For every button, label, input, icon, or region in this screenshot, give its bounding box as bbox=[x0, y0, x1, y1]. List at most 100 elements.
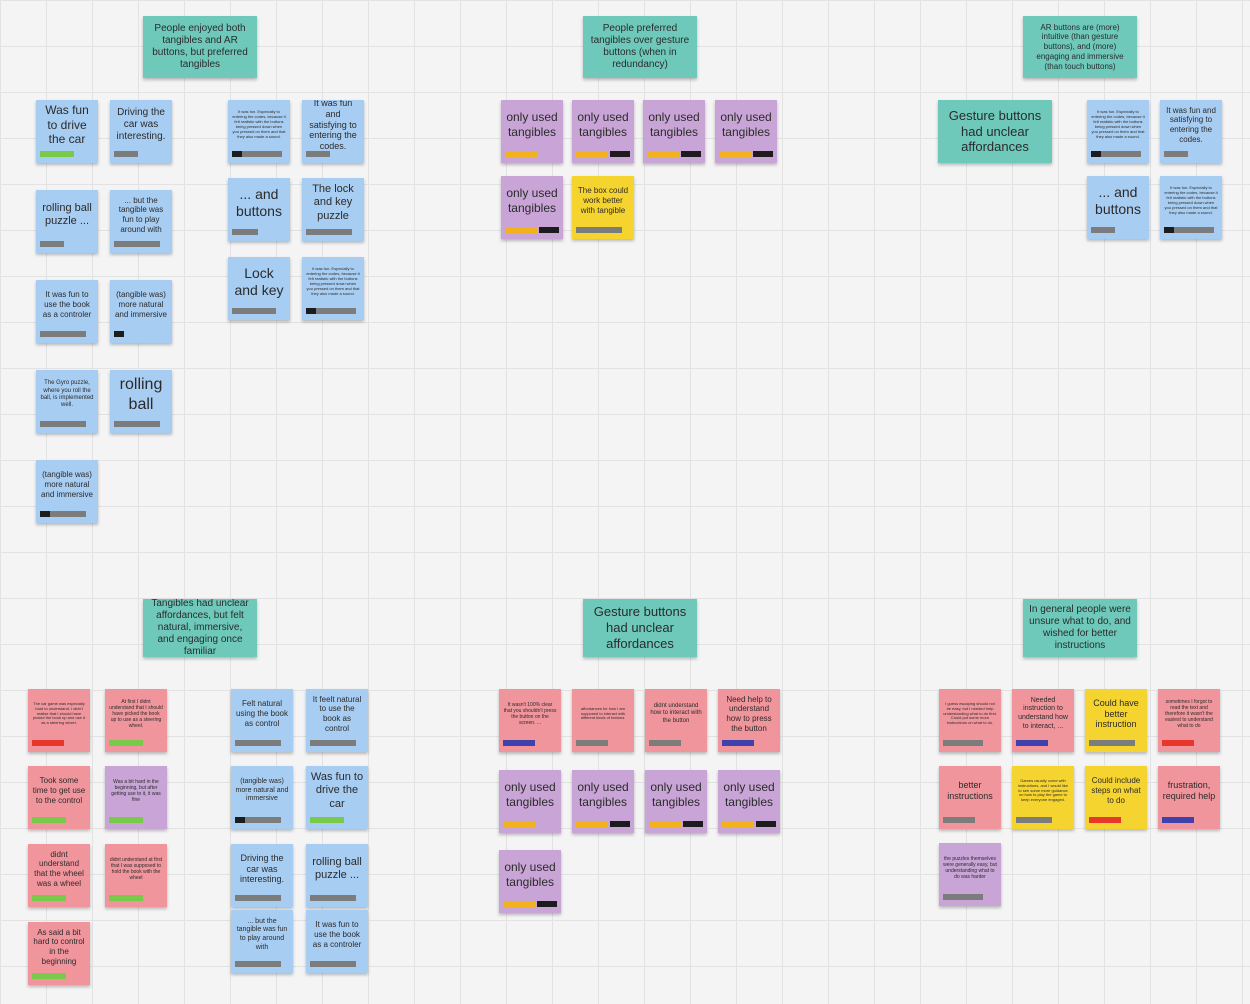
color-tag-bar bbox=[649, 821, 681, 827]
sticky-note[interactable]: ... but the tangible was fun to play aro… bbox=[110, 190, 172, 253]
cluster-header-note[interactable]: Gesture buttons had unclear affordances bbox=[583, 599, 697, 657]
sticky-note-text: It wasn't 100% clear that you shouldn't … bbox=[503, 701, 557, 727]
sticky-note[interactable]: better instructions bbox=[939, 766, 1001, 829]
sticky-note-text: The car game was especially hard to unde… bbox=[32, 700, 86, 726]
sticky-note[interactable]: sometimes I forgot to read the text and … bbox=[1158, 689, 1220, 752]
color-tag-bar bbox=[576, 821, 608, 827]
sticky-note[interactable]: rolling ball puzzle ... bbox=[306, 844, 368, 907]
sticky-note[interactable]: Gesture buttons had unclear affordances bbox=[938, 100, 1052, 163]
sticky-note[interactable]: only used tangibles bbox=[572, 100, 634, 163]
author-tag-bar bbox=[316, 308, 356, 314]
sticky-note[interactable]: Was fun to drive the car bbox=[306, 766, 368, 829]
sticky-note[interactable]: frustration, required help bbox=[1158, 766, 1220, 829]
sticky-note-text: Felt natural using the book as control bbox=[235, 699, 289, 728]
sticky-note[interactable]: As said a bit hard to control in the beg… bbox=[28, 922, 90, 985]
color-tag-bar bbox=[683, 821, 703, 827]
sticky-note[interactable]: It was fun to use the book as a controle… bbox=[36, 280, 98, 343]
sticky-note-text: rolling ball bbox=[119, 376, 163, 413]
sticky-note[interactable]: rolling ball bbox=[110, 370, 172, 433]
sticky-note[interactable]: Could include steps on what to do bbox=[1085, 766, 1147, 829]
sticky-note[interactable]: Lock and key bbox=[228, 257, 290, 320]
sticky-note[interactable]: ... and buttons bbox=[228, 178, 290, 241]
sticky-note[interactable]: Took some time to get use to the control bbox=[28, 766, 90, 829]
sticky-note[interactable]: only used tangibles bbox=[718, 770, 780, 833]
sticky-note[interactable]: It was fun to use the book as a controle… bbox=[306, 910, 368, 973]
sticky-note-text: ... and buttons bbox=[236, 185, 282, 219]
sticky-note[interactable]: ... but the tangible was fun to play aro… bbox=[231, 910, 293, 973]
sticky-note[interactable]: It was fun. Especially to entering the c… bbox=[1160, 176, 1222, 239]
sticky-note-text: only used tangibles bbox=[506, 186, 558, 215]
sticky-note[interactable]: I guess escaping should not be easy, but… bbox=[939, 689, 1001, 752]
author-tag-bar bbox=[114, 151, 138, 157]
sticky-note[interactable]: (tangible was) more natural and immersiv… bbox=[231, 766, 293, 829]
color-tag-bar bbox=[1089, 817, 1121, 823]
sticky-note[interactable]: Need help to understand how to press the… bbox=[718, 689, 780, 752]
sticky-note[interactable]: didnt understand how to interact with th… bbox=[645, 689, 707, 752]
color-tag-bar bbox=[756, 821, 776, 827]
color-tag-bar bbox=[32, 740, 64, 746]
sticky-note[interactable]: (tangible was) more natural and immersiv… bbox=[36, 460, 98, 523]
sticky-note[interactable]: rolling ball puzzle ... bbox=[36, 190, 98, 253]
sticky-note[interactable]: ... and buttons bbox=[1087, 176, 1149, 239]
sticky-note[interactable]: only used tangibles bbox=[501, 176, 563, 239]
sticky-note[interactable]: (tangible was) more natural and immersiv… bbox=[110, 280, 172, 343]
sticky-note[interactable]: It was fun. Especially to entering the c… bbox=[1087, 100, 1149, 163]
sticky-note[interactable]: The box could work better with tangible bbox=[572, 176, 634, 239]
sticky-note-text: ... but the tangible was fun to play aro… bbox=[118, 195, 164, 234]
sticky-note-text: Was fun to drive the car bbox=[45, 103, 89, 147]
author-tag-bar bbox=[943, 817, 975, 823]
sticky-note[interactable]: didnt understand at first that I was sup… bbox=[105, 844, 167, 907]
sticky-note[interactable]: only used tangibles bbox=[501, 100, 563, 163]
cluster-header-note[interactable]: In general people were unsure what to do… bbox=[1023, 599, 1137, 657]
sticky-note-text: better instructions bbox=[947, 780, 993, 801]
sticky-note[interactable]: Was a bit hard in the beginning, but aft… bbox=[105, 766, 167, 829]
sticky-note[interactable]: only used tangibles bbox=[499, 850, 561, 913]
color-tag-bar bbox=[109, 895, 143, 901]
cluster-header-text: AR buttons are (more) intuitive (than ge… bbox=[1036, 22, 1124, 71]
cluster-header-note[interactable]: AR buttons are (more) intuitive (than ge… bbox=[1023, 16, 1137, 78]
color-tag-bar bbox=[539, 227, 559, 233]
color-tag-bar bbox=[1164, 227, 1174, 233]
sticky-note[interactable]: The car game was especially hard to unde… bbox=[28, 689, 90, 752]
author-tag-bar bbox=[40, 421, 86, 427]
sticky-note[interactable]: affordances for how I am supposed to int… bbox=[572, 689, 634, 752]
sticky-note[interactable]: Games usually come with instructions, an… bbox=[1012, 766, 1074, 829]
sticky-note[interactable]: It was fun. Especially to entering the c… bbox=[302, 257, 364, 320]
sticky-note-text: It was fun and satisfying to entering th… bbox=[1166, 105, 1216, 144]
sticky-note[interactable]: only used tangibles bbox=[715, 100, 777, 163]
sticky-note[interactable]: Felt natural using the book as control bbox=[231, 689, 293, 752]
sticky-note[interactable]: didnt understand that the wheel was a wh… bbox=[28, 844, 90, 907]
sticky-note-text: Games usually come with instructions, an… bbox=[1017, 777, 1069, 803]
sticky-note[interactable]: Needed instruction to understand how to … bbox=[1012, 689, 1074, 752]
sticky-note[interactable]: It was fun. Especially to entering the c… bbox=[228, 100, 290, 163]
sticky-note[interactable]: It was fun and satisfying to entering th… bbox=[302, 100, 364, 163]
author-tag-bar bbox=[1091, 227, 1115, 233]
color-tag-bar bbox=[306, 308, 316, 314]
author-tag-bar bbox=[310, 961, 356, 967]
sticky-note[interactable]: Driving the car was interesting. bbox=[110, 100, 172, 163]
sticky-note[interactable]: Driving the car was interesting. bbox=[231, 844, 293, 907]
author-tag-bar bbox=[235, 740, 281, 746]
cluster-header-note[interactable]: People enjoyed both tangibles and AR but… bbox=[143, 16, 257, 78]
sticky-note[interactable]: The lock and key puzzle bbox=[302, 178, 364, 241]
author-tag-bar bbox=[1016, 817, 1052, 823]
sticky-note[interactable]: It wasn't 100% clear that you shouldn't … bbox=[499, 689, 561, 752]
sticky-note[interactable]: At first I didnt understand that I shoul… bbox=[105, 689, 167, 752]
sticky-note[interactable]: only used tangibles bbox=[643, 100, 705, 163]
cluster-header-note[interactable]: Tangibles had unclear affordances, but f… bbox=[143, 599, 257, 657]
sticky-note[interactable]: Was fun to drive the car bbox=[36, 100, 98, 163]
cluster-header-note[interactable]: People preferred tangibles over gesture … bbox=[583, 16, 697, 78]
sticky-note[interactable]: the puzzles themselves were generally ea… bbox=[939, 843, 1001, 906]
color-tag-bar bbox=[503, 740, 535, 746]
sticky-note[interactable]: It was fun and satisfying to entering th… bbox=[1160, 100, 1222, 163]
color-tag-bar bbox=[310, 817, 344, 823]
sticky-note[interactable]: Could have better instruction bbox=[1085, 689, 1147, 752]
sticky-note-text: rolling ball puzzle ... bbox=[42, 201, 92, 227]
sticky-note[interactable]: only used tangibles bbox=[645, 770, 707, 833]
sticky-note[interactable]: The Gyro puzzle, where you roll the ball… bbox=[36, 370, 98, 433]
color-tag-bar bbox=[32, 973, 66, 979]
sticky-note[interactable]: only used tangibles bbox=[499, 770, 561, 833]
sticky-note[interactable]: It feelt natural to use the book as cont… bbox=[306, 689, 368, 752]
sticky-note[interactable]: only used tangibles bbox=[572, 770, 634, 833]
